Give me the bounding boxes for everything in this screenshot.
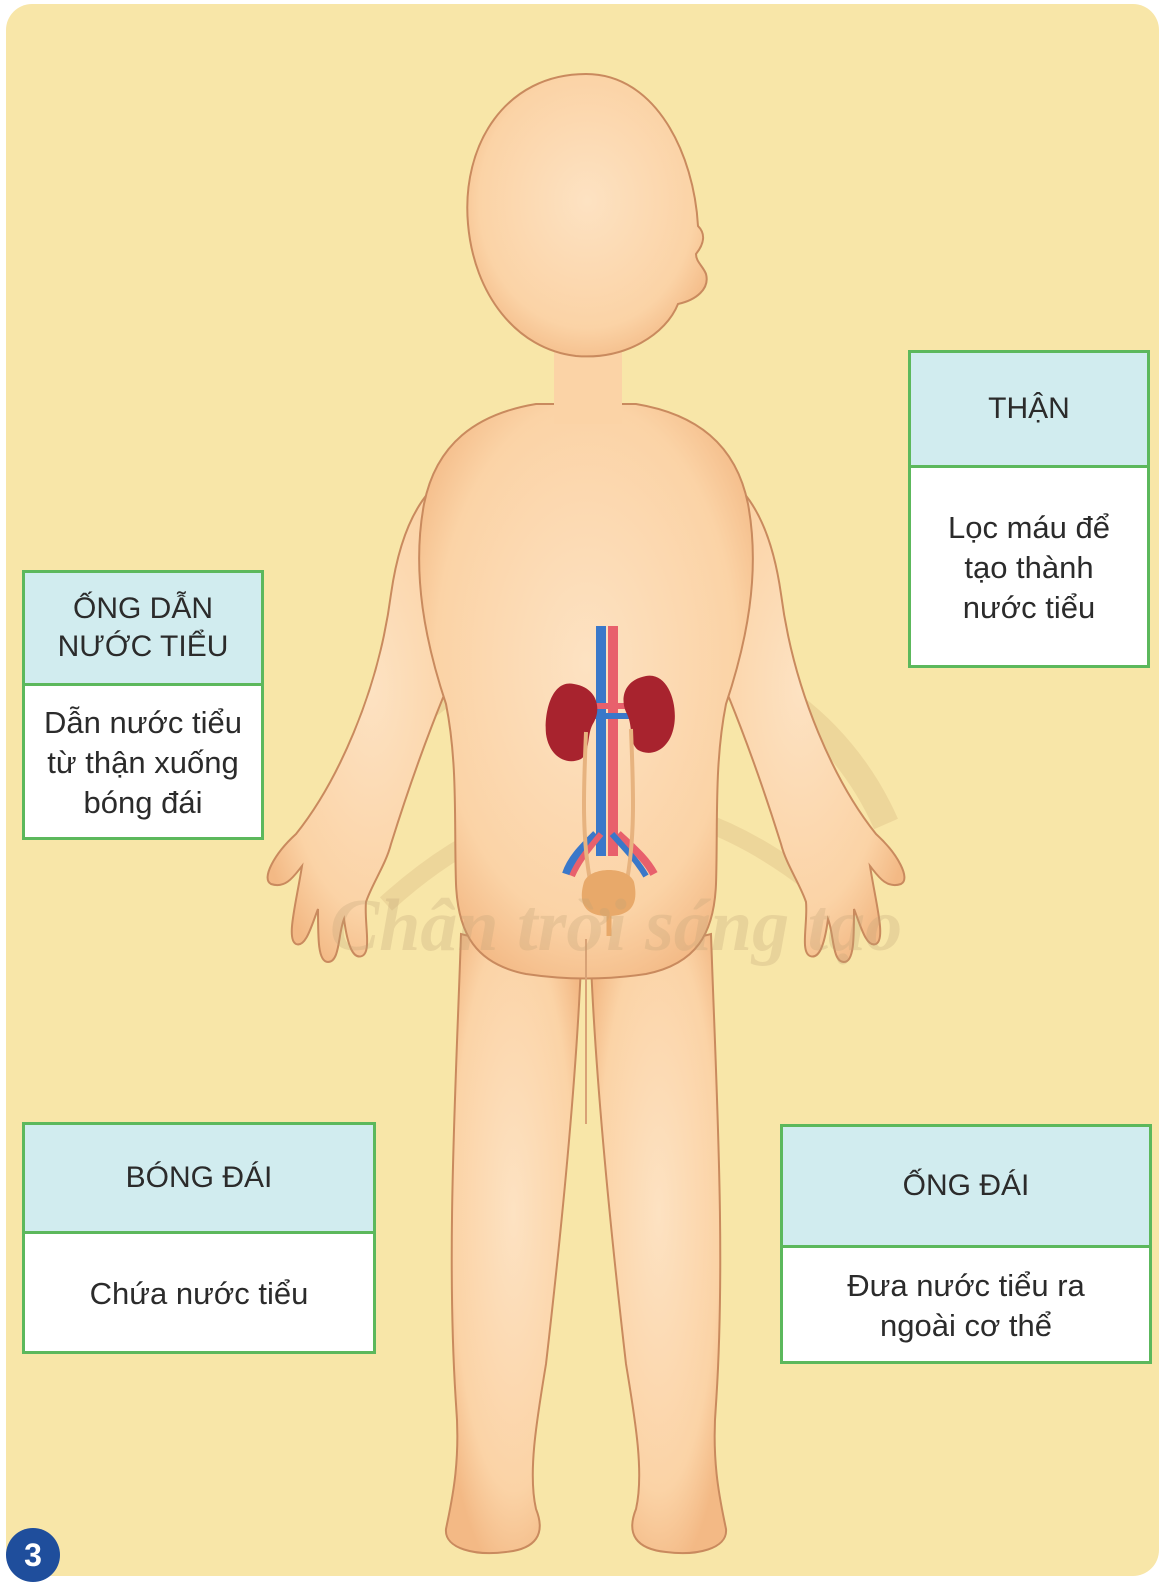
card-ong-dan-text-line: từ thận xuống [44,743,242,783]
watermark-text: Chân trời sáng tạo [316,884,916,969]
card-ong-dan-text-line: bóng đái [44,783,242,823]
card-ong-dan-title-line: ỐNG DẪN [58,590,229,628]
card-bong-dai-title-text: BÓNG ĐÁI [126,1159,273,1197]
left-leg [446,934,581,1553]
card-ong-dai-body: Đưa nước tiểu ra ngoài cơ thể [783,1248,1149,1364]
card-than-text-line: nước tiểu [948,588,1110,628]
card-ong-dan-text-line: Dẫn nước tiểu [44,703,242,743]
head [467,74,706,356]
card-ong-dai-title: ỐNG ĐÁI [783,1127,1149,1248]
figure-number-badge: 3 [6,1528,60,1582]
right-leg [591,934,726,1553]
card-bong-dai: BÓNG ĐÁI Chứa nước tiểu [22,1122,376,1354]
card-ong-dai: ỐNG ĐÁI Đưa nước tiểu ra ngoài cơ thể [780,1124,1152,1364]
aorta [608,626,618,856]
card-bong-dai-text-line: Chứa nước tiểu [90,1274,309,1314]
card-ong-dai-text-line: Đưa nước tiểu ra [847,1266,1085,1306]
card-bong-dai-body: Chứa nước tiểu [25,1234,373,1354]
card-than-body: Lọc máu để tạo thành nước tiểu [911,468,1147,668]
card-ong-dan-body: Dẫn nước tiểu từ thận xuống bóng đái [25,686,261,840]
card-than: THẬN Lọc máu để tạo thành nước tiểu [908,350,1150,668]
card-ong-dan-title: ỐNG DẪN NƯỚC TIỂU [25,573,261,686]
card-ong-dai-text-line: ngoài cơ thể [847,1306,1085,1346]
card-than-title-text: THẬN [988,390,1070,428]
card-than-text-line: Lọc máu để [948,508,1110,548]
card-ong-dan-nuoc-tieu: ỐNG DẪN NƯỚC TIỂU Dẫn nước tiểu từ thận … [22,570,264,840]
card-than-title: THẬN [911,353,1147,468]
card-ong-dan-title-line: NƯỚC TIỂU [58,628,229,666]
vena-cava [596,626,606,856]
card-than-text-line: tạo thành [948,548,1110,588]
card-ong-dai-title-text: ỐNG ĐÁI [903,1167,1030,1205]
card-bong-dai-title: BÓNG ĐÁI [25,1125,373,1234]
illustration-panel: Chân trời sáng tạo THẬN Lọc máu để tạo t… [6,4,1159,1576]
